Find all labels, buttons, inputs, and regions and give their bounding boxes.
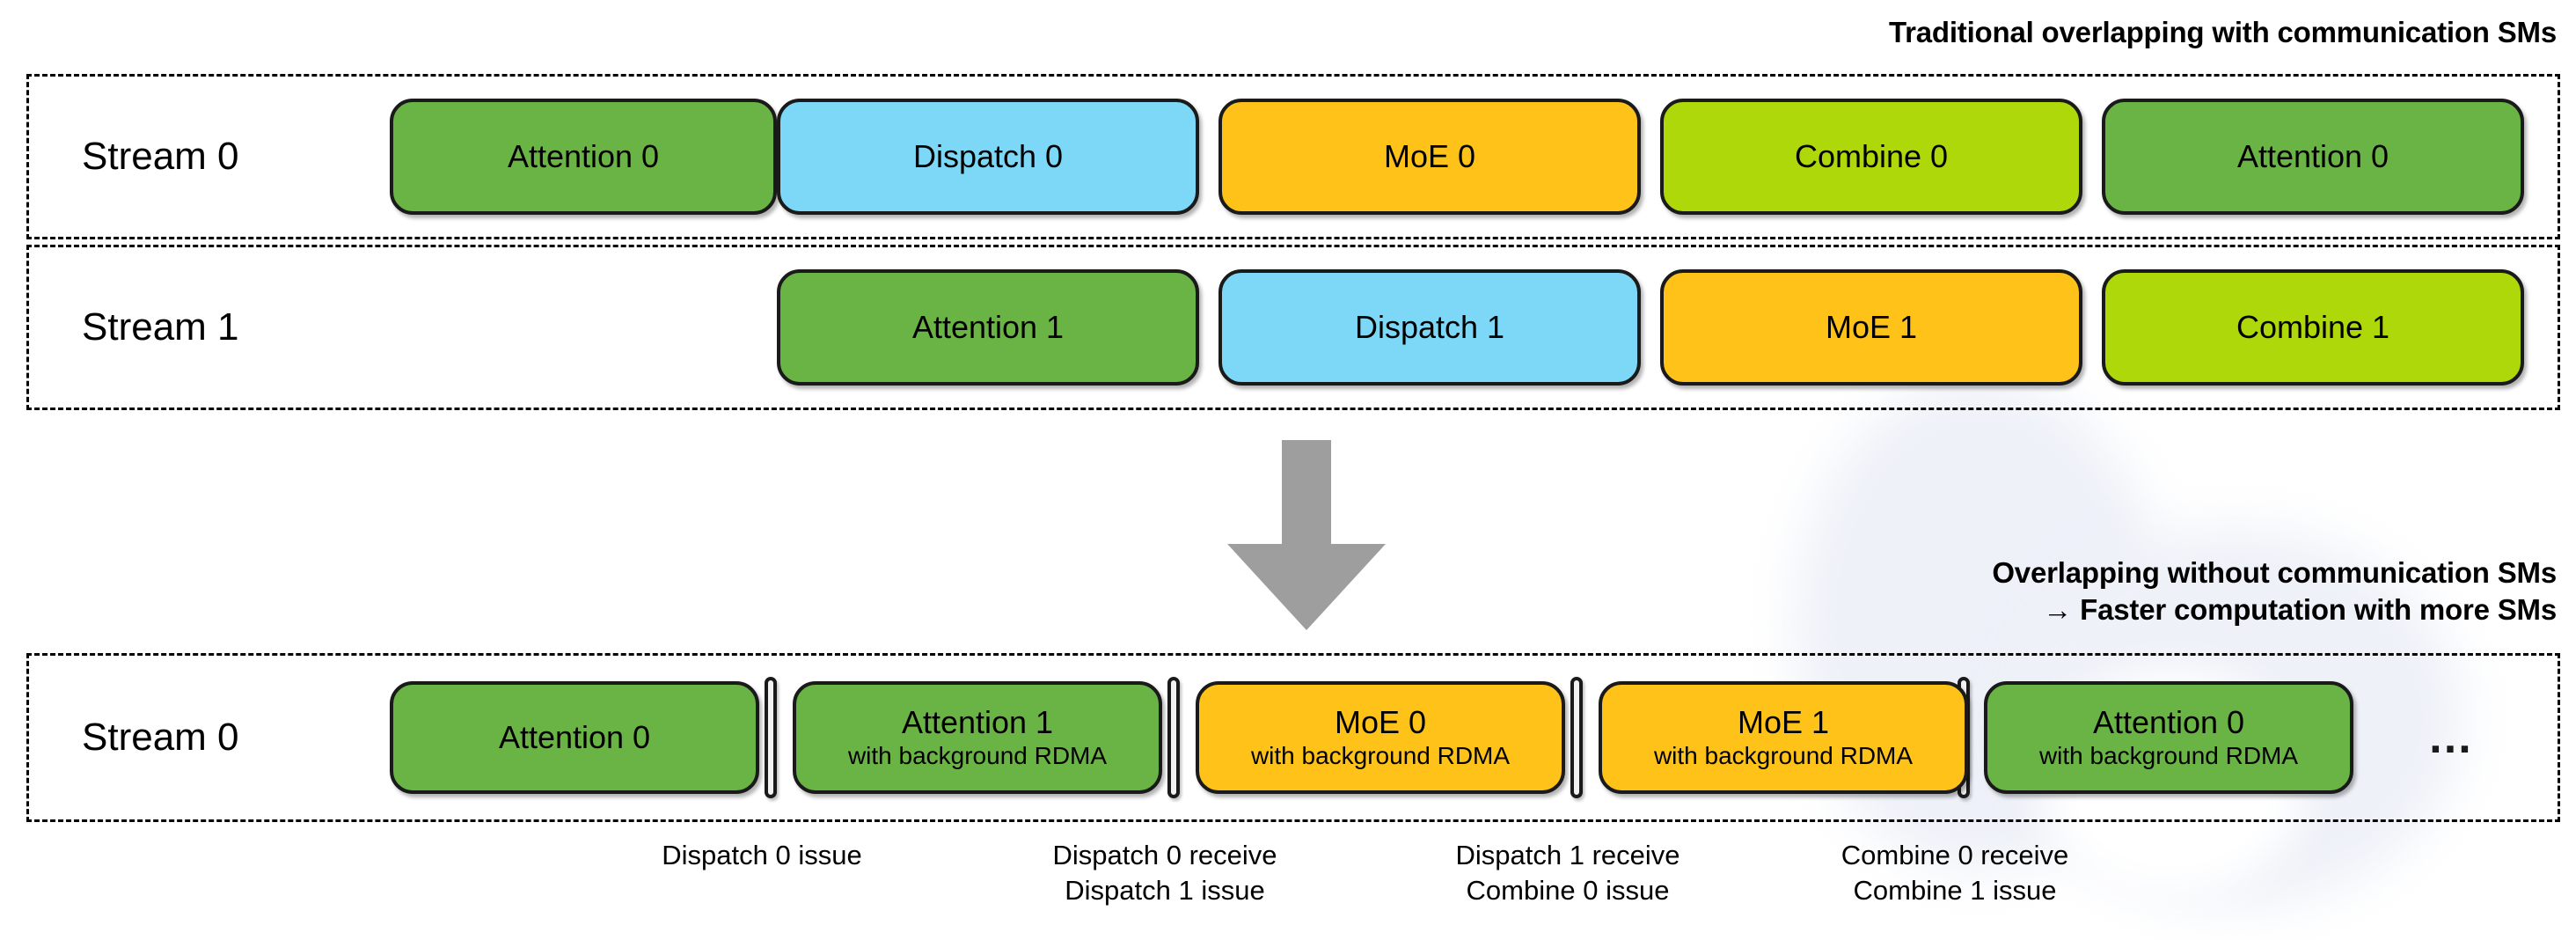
stream-row-0: Stream 0 Attention 0 Dispatch 0 MoE 0 Combi… <box>26 74 2560 239</box>
stream-label: Stream 0 <box>82 716 239 759</box>
timeline-block[interactable]: Attention 1 <box>777 269 1199 386</box>
timeline-block[interactable]: Attention 0 <box>390 681 759 794</box>
timeline-block[interactable]: Attention 0 <box>2102 99 2524 215</box>
timeline-block-title: Combine 0 <box>1794 137 1949 174</box>
timeline-block[interactable]: Attention 0 <box>390 99 777 215</box>
timeline-block-subtitle: with background RDMA <box>2038 742 2299 770</box>
timeline-block-title: MoE 0 <box>1334 704 1427 741</box>
heading-traditional-overlapping: Traditional overlapping with communicati… <box>1888 16 2557 48</box>
timeline-block-title: MoE 1 <box>1737 704 1830 741</box>
stream-label: Stream 0 <box>82 135 239 178</box>
timeline-block-title: Attention 0 <box>507 137 660 174</box>
timeline-block-title: Attention 1 <box>901 704 1054 741</box>
stream-label: Stream 1 <box>82 305 239 349</box>
timeline-block-subtitle: with background RDMA <box>1653 742 1914 770</box>
timeline-block-title: Dispatch 1 <box>1354 308 1505 345</box>
timeline-caption: Dispatch 0 receive Dispatch 1 issue <box>1052 840 1277 906</box>
timeline-caption: Dispatch 1 receive Combine 0 issue <box>1455 840 1680 906</box>
block-separator <box>1167 677 1180 798</box>
timeline-block-subtitle: with background RDMA <box>1250 742 1511 770</box>
timeline-block[interactable]: Combine 0 <box>1660 99 2082 215</box>
timeline-caption: Dispatch 0 issue <box>662 840 862 870</box>
timeline-block-title: Attention 0 <box>2092 704 2245 741</box>
block-separator <box>765 677 777 798</box>
timeline-block-title: Attention 1 <box>911 308 1065 345</box>
timeline-block-title: Dispatch 0 <box>912 137 1064 174</box>
timeline-block-title: Attention 0 <box>2236 137 2389 174</box>
timeline-block-title: MoE 1 <box>1825 308 1918 345</box>
timeline-block-subtitle: with background RDMA <box>847 742 1108 770</box>
ellipsis-indicator: … <box>2427 712 2477 763</box>
down-arrow-icon <box>1227 440 1386 630</box>
timeline-block[interactable]: Dispatch 1 <box>1218 269 1641 386</box>
timeline-block[interactable]: Dispatch 0 <box>777 99 1199 215</box>
timeline-block[interactable]: Combine 1 <box>2102 269 2524 386</box>
heading-overlapping-without-comm-sms: Overlapping without communication SMs → … <box>1992 556 2557 626</box>
stream-row-1: Stream 1 Attention 1 Dispatch 1 MoE 1 Combi… <box>26 245 2560 410</box>
timeline-block-title: Attention 0 <box>498 718 651 755</box>
timeline-block-title: Combine 1 <box>2236 308 2390 345</box>
timeline-block[interactable]: MoE 1 <box>1660 269 2082 386</box>
timeline-block[interactable]: MoE 0 <box>1218 99 1641 215</box>
block-separator <box>1570 677 1583 798</box>
timeline-caption: Combine 0 receive Combine 1 issue <box>1841 840 2069 906</box>
timeline-block-title: MoE 0 <box>1383 137 1476 174</box>
